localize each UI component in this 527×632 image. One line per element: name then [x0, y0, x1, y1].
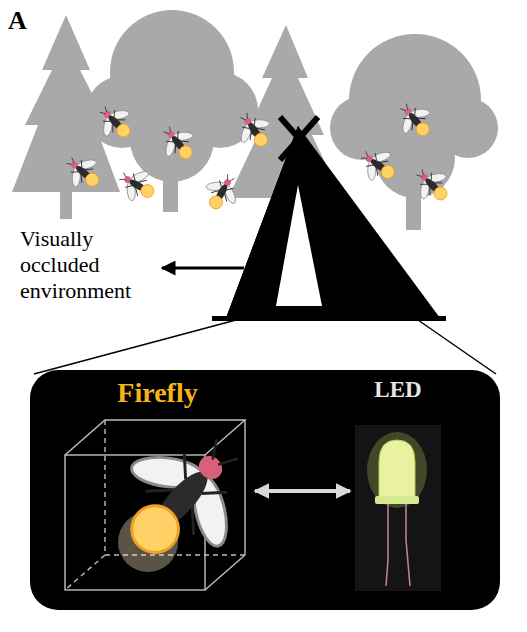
- node-heading: Firefly: [64, 376, 251, 410]
- firefly-icon: [389, 94, 441, 146]
- zoom-line: [34, 320, 236, 374]
- firefly-large: [90, 404, 277, 591]
- tent-door: [276, 185, 322, 306]
- round-tree: [130, 98, 214, 182]
- firefly-icon: [353, 140, 404, 191]
- cube-edge: [65, 420, 245, 455]
- node-heading: LED: [354, 376, 442, 404]
- panel-letter: A: [8, 6, 27, 37]
- firefly-icon: [229, 105, 280, 156]
- firefly-icon: [197, 167, 247, 217]
- led-bulb: [379, 440, 415, 500]
- pointer-arrow: [162, 267, 244, 270]
- cube-hidden-edge: [104, 420, 105, 555]
- firefly-icon: [152, 117, 204, 169]
- led-glow: [367, 432, 427, 508]
- led-rim: [375, 496, 419, 504]
- cube-edge: [244, 420, 245, 555]
- cube-hidden-edge: [65, 555, 105, 590]
- firefly-icon: [89, 96, 141, 148]
- zoom-line: [418, 320, 496, 374]
- tent-pole: [280, 117, 318, 160]
- annotation-text: Visually occluded environment: [20, 226, 160, 304]
- photo-frame: [355, 425, 441, 591]
- firefly-icon: [406, 159, 458, 211]
- led-lead: [406, 504, 410, 586]
- forest: [12, 10, 498, 230]
- tent-body: [226, 126, 440, 318]
- led-photo: [355, 425, 441, 591]
- led-node: LED: [350, 376, 446, 594]
- tent: [212, 117, 446, 321]
- firefly-swarm: [57, 94, 458, 217]
- tent-pole: [280, 117, 318, 160]
- firefly-icon: [112, 160, 162, 210]
- led-lead: [386, 504, 388, 586]
- firefly-node: Firefly: [60, 376, 255, 594]
- tent-base: [212, 316, 446, 321]
- dark-panel: [30, 370, 500, 610]
- double-arrow: [255, 489, 350, 493]
- firefly-icon: [57, 146, 109, 198]
- cube-edge: [205, 555, 245, 590]
